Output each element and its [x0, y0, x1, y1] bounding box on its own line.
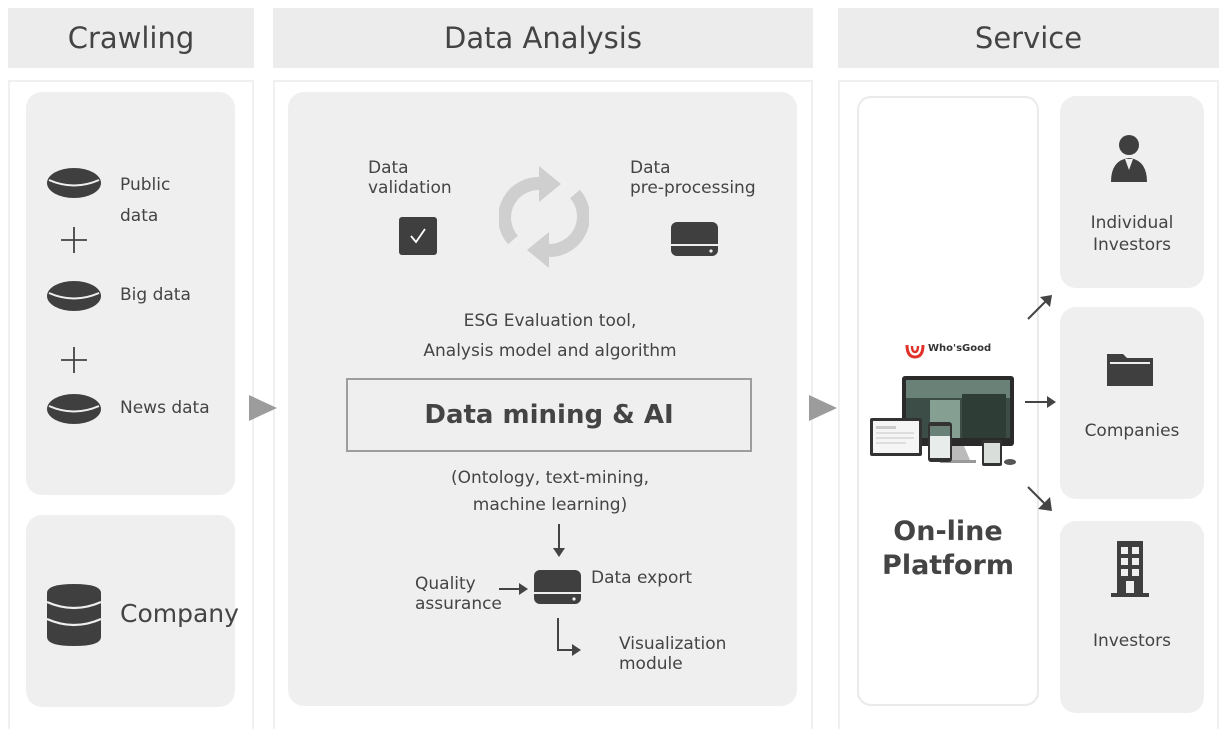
online-platform-label: On-line Platform [882, 516, 1014, 581]
quality-assurance-label: Quality assurance [415, 574, 502, 614]
plus-icon [61, 227, 87, 253]
arrow-right-icon [499, 583, 528, 595]
big-data-label: Big data [120, 285, 191, 305]
logo-text: Who'sGood [928, 343, 992, 354]
plus-icon [61, 347, 87, 373]
individual-investors-panel [1060, 96, 1204, 288]
individual-investors-label: Individual Investors [1090, 213, 1174, 255]
companies-label: Companies [1084, 421, 1180, 441]
database-icon-public [47, 168, 101, 198]
building-icon [1111, 541, 1149, 597]
companies-panel [1060, 307, 1204, 499]
visualization-label: Visualization module [619, 634, 727, 674]
arrow-down-right-icon [1027, 486, 1052, 511]
folder-icon [1107, 354, 1153, 386]
header-service-label: Service [974, 21, 1083, 55]
header-service: Service [838, 8, 1219, 68]
whosgood-logo-icon [905, 344, 925, 359]
investors-label: Investors [1092, 631, 1172, 651]
flow-arrow-to-analysis [249, 395, 277, 421]
public-data-label: Public data [120, 175, 171, 226]
drive-icon [534, 570, 581, 604]
arrow-right-icon [1025, 396, 1056, 408]
data-validation-label: Data validation [368, 158, 452, 198]
header-data-analysis: Data Analysis [273, 8, 813, 68]
header-data-analysis-label: Data Analysis [444, 21, 642, 55]
arrow-up-right-icon [1027, 295, 1052, 320]
service-frame [838, 80, 1219, 729]
database-icon-news [47, 394, 101, 424]
arrow-elbow-icon [557, 618, 581, 656]
arrow-down-icon [553, 524, 565, 557]
devices-mockup-icon [870, 376, 1016, 466]
database-icon-big [47, 281, 101, 311]
data-preprocessing-label: Data pre-processing [630, 158, 756, 198]
drive-icon [671, 222, 718, 256]
person-icon [1111, 135, 1147, 182]
data-export-label: Data export [591, 568, 693, 588]
flow-arrow-to-service [809, 395, 837, 421]
news-data-label: News data [120, 398, 210, 418]
data-mining-box: Data mining & AI [346, 378, 752, 452]
header-crawling: Crawling [8, 8, 254, 68]
database-stack-icon [46, 584, 102, 646]
techniques-label: (Ontology, text-mining, machine learning… [450, 468, 650, 515]
data-mining-label: Data mining & AI [424, 400, 674, 430]
refresh-cycle-icon [499, 166, 589, 268]
company-label: Company [120, 599, 239, 628]
esg-tool-label: ESG Evaluation tool, Analysis model and … [423, 311, 677, 361]
header-crawling-label: Crawling [67, 21, 195, 55]
checkbox-icon [399, 217, 437, 255]
